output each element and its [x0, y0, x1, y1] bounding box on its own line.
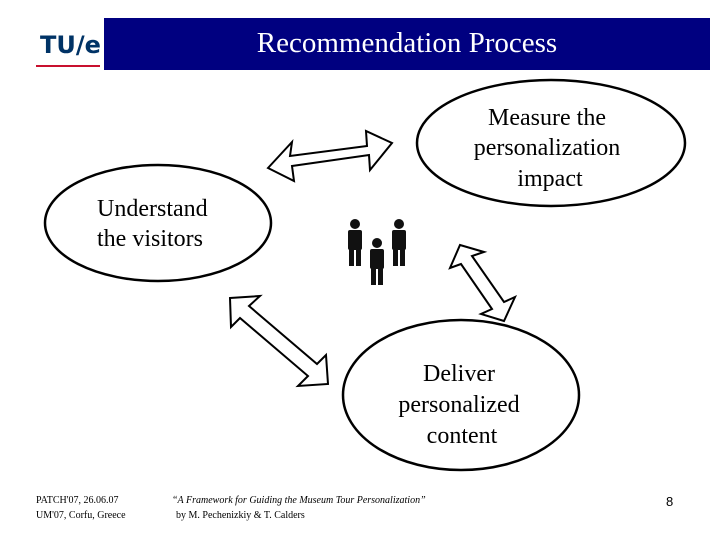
- title-bar: Recommendation Process: [104, 18, 710, 70]
- node-measure-label: Measure the personalization impact: [474, 105, 627, 192]
- footer-paper-title: “A Framework for Guiding the Museum Tour…: [172, 495, 426, 506]
- node-measure: [415, 78, 687, 208]
- footer-paper: “A Framework for Guiding the Museum Tour…: [172, 493, 426, 523]
- node-deliver: [341, 318, 581, 472]
- logo-text: TU/e: [40, 31, 101, 59]
- slide-title: Recommendation Process: [256, 27, 558, 59]
- footer-event-line2: UM'07, Corfu, Greece: [36, 510, 126, 521]
- logo-underline: [36, 65, 100, 67]
- page-number: 8: [666, 494, 674, 509]
- node-understand-label: Understand the visitors: [97, 196, 214, 252]
- node-deliver-label: Deliver personalized content: [398, 361, 525, 449]
- footer-paper-authors: by M. Pechenizkiy & T. Calders: [176, 510, 305, 521]
- node-understand: [43, 163, 273, 283]
- footer-event: PATCH'07, 26.06.07 UM'07, Corfu, Greece: [36, 493, 126, 523]
- footer-event-line1: PATCH'07, 26.06.07: [36, 495, 119, 506]
- process-diagram: Understand the visitors Measure the pers…: [43, 78, 687, 472]
- tue-logo: TU/e: [36, 27, 101, 67]
- people-group-icon: [348, 219, 406, 285]
- double-arrow-right: [448, 243, 518, 323]
- double-arrow-left: [228, 294, 330, 388]
- double-arrow-top: [266, 129, 394, 183]
